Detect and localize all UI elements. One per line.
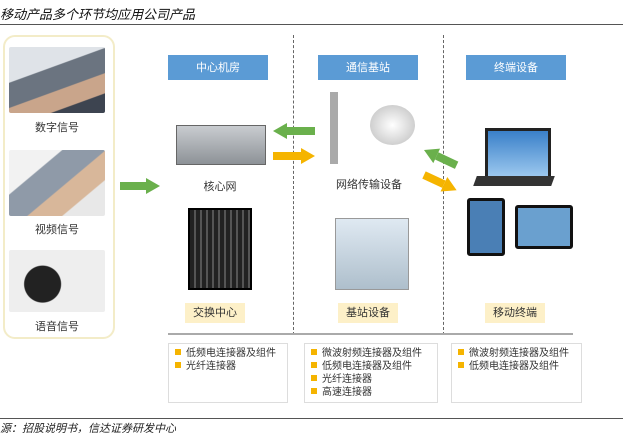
base-station-image — [335, 218, 409, 290]
tag-mobile-terminal: 移动终端 — [485, 303, 545, 323]
section-header-datacenter: 中心机房 — [168, 55, 268, 80]
phone-image — [467, 198, 505, 256]
product-item: 微波射频连接器及组件 — [311, 347, 431, 360]
section-header-basestation: 通信基站 — [318, 55, 418, 80]
tablet-photo — [9, 150, 105, 216]
divider — [293, 35, 294, 335]
product-item: 低频电连接器及组件 — [175, 347, 281, 360]
bottom-rule — [0, 418, 623, 419]
product-list-datacenter: 低频电连接器及组件 光纤连接器 — [168, 343, 288, 403]
device-label-core: 核心网 — [203, 180, 237, 193]
product-item: 光纤连接器 — [311, 373, 431, 386]
product-item: 光纤连接器 — [175, 360, 281, 373]
laptop-typing-photo — [9, 47, 105, 113]
laptop-image — [485, 128, 551, 179]
core-server-image — [176, 125, 266, 165]
input-label-digital: 数字信号 — [35, 121, 79, 134]
source-note: 源：招股说明书，信达证券研发中心 — [0, 422, 176, 435]
headphones-photo — [9, 250, 105, 312]
device-label-transmission: 网络传输设备 — [336, 178, 402, 191]
signal-panel — [3, 35, 115, 339]
switch-rack-image — [188, 208, 252, 290]
product-item: 高速连接器 — [311, 386, 431, 399]
product-item: 低频电连接器及组件 — [311, 360, 431, 373]
product-item: 低频电连接器及组件 — [458, 360, 575, 373]
baseline — [168, 333, 573, 335]
satellite-dish-image — [370, 105, 415, 145]
top-rule — [0, 24, 623, 25]
figure-title: 移动产品多个环节均应用公司产品 — [0, 8, 196, 23]
product-list-basestation: 微波射频连接器及组件 低频电连接器及组件 光纤连接器 高速连接器 — [304, 343, 438, 403]
product-item: 微波射频连接器及组件 — [458, 347, 575, 360]
antenna-image — [330, 92, 338, 164]
tag-base-equipment: 基站设备 — [338, 303, 398, 323]
tag-switching-center: 交换中心 — [185, 303, 245, 323]
input-label-voice: 语音信号 — [35, 320, 79, 333]
input-label-video: 视频信号 — [35, 223, 79, 236]
laptop-base — [473, 176, 555, 186]
product-list-terminal: 微波射频连接器及组件 低频电连接器及组件 — [451, 343, 582, 403]
tablet-image — [515, 205, 573, 249]
section-header-terminal: 终端设备 — [466, 55, 566, 80]
